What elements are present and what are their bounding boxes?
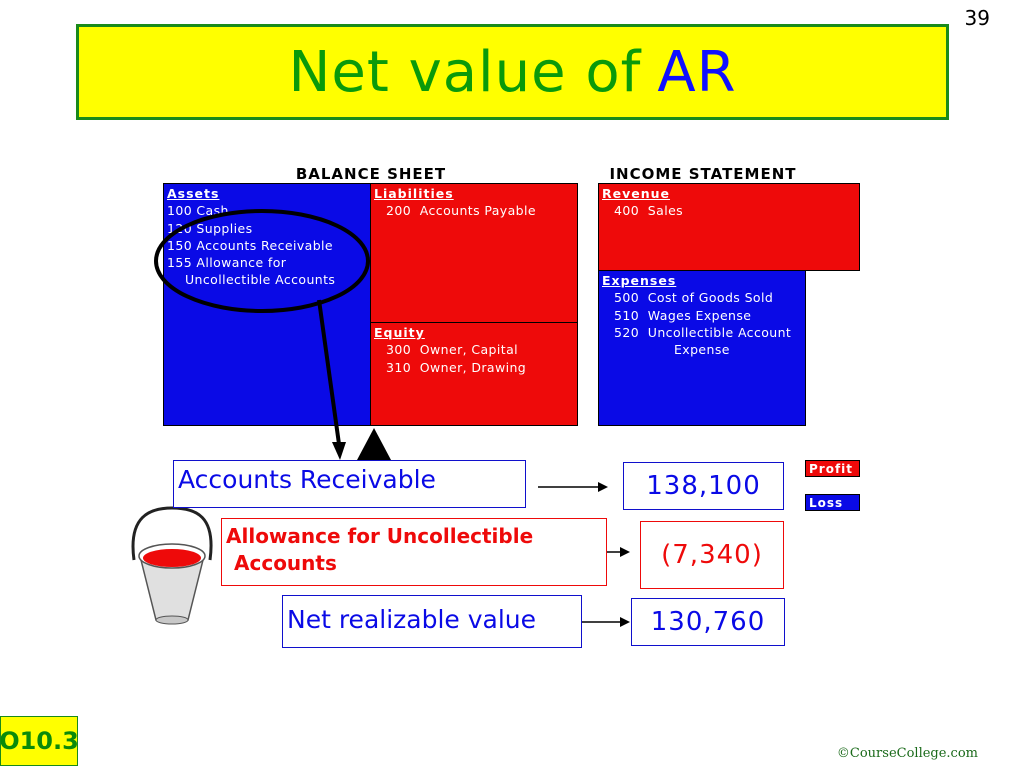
net-realizable-label: Net realizable value bbox=[282, 595, 582, 648]
connector-arrow-head bbox=[332, 442, 346, 460]
liabilities-panel: Liabilities 200 Accounts Payable bbox=[370, 183, 578, 323]
accounts-receivable-value: 138,100 bbox=[623, 462, 784, 510]
allowance-label-line2: Accounts bbox=[234, 551, 337, 575]
income-statement-header: INCOME STATEMENT bbox=[609, 165, 797, 183]
highlight-ellipse bbox=[154, 209, 370, 313]
balance-sheet-header: BALANCE SHEET bbox=[295, 165, 447, 183]
triangle-marker bbox=[357, 428, 391, 460]
revenue-item: 400 Sales bbox=[614, 203, 684, 219]
title-bar: Net value of AR bbox=[76, 24, 949, 120]
allowance-value: (7,340) bbox=[640, 521, 784, 589]
accounts-receivable-label: Accounts Receivable bbox=[173, 460, 526, 508]
copyright-text: ©CourseCollege.com bbox=[836, 746, 978, 761]
arrow-allowance-head bbox=[620, 547, 630, 557]
allowance-label-line1: Allowance for Uncollectible bbox=[226, 524, 534, 548]
title-main: Net value of bbox=[288, 39, 642, 105]
assets-heading: Assets bbox=[167, 186, 220, 201]
assets-item: Uncollectible Accounts bbox=[185, 272, 336, 288]
assets-item: 155 Allowance for bbox=[167, 255, 287, 271]
expenses-panel: Expenses 500 Cost of Goods Sold 510 Wage… bbox=[598, 270, 806, 426]
expenses-item: 500 Cost of Goods Sold bbox=[614, 290, 774, 306]
revenue-panel: Revenue 400 Sales bbox=[598, 183, 860, 271]
title-accent: AR bbox=[657, 39, 737, 105]
legend-loss: Loss bbox=[805, 494, 860, 511]
expenses-item: 520 Uncollectible Account bbox=[614, 324, 792, 340]
arrow-ar-head bbox=[598, 482, 608, 492]
arrow-net-head bbox=[620, 617, 630, 627]
equity-item: 300 Owner, Capital bbox=[386, 342, 518, 358]
expenses-heading: Expenses bbox=[602, 273, 677, 288]
assets-item: 150 Accounts Receivable bbox=[167, 237, 333, 253]
liabilities-heading: Liabilities bbox=[374, 186, 454, 201]
bucket-icon bbox=[131, 506, 213, 625]
equity-heading: Equity bbox=[374, 325, 425, 340]
revenue-heading: Revenue bbox=[602, 186, 671, 201]
objective-badge: O10.3 bbox=[0, 716, 79, 766]
legend-profit: Profit bbox=[805, 460, 860, 477]
slide-number: 39 bbox=[964, 6, 990, 30]
connector-arrow-line bbox=[317, 299, 341, 445]
assets-item: 100 Cash bbox=[167, 203, 229, 219]
equity-panel: Equity 300 Owner, Capital 310 Owner, Dra… bbox=[370, 322, 578, 426]
equity-item: 310 Owner, Drawing bbox=[386, 359, 527, 375]
net-realizable-value: 130,760 bbox=[631, 598, 785, 646]
expenses-item: 510 Wages Expense bbox=[614, 307, 752, 323]
expenses-item: Expense bbox=[674, 342, 730, 358]
liabilities-item: 200 Accounts Payable bbox=[386, 203, 536, 219]
allowance-label: Allowance for Uncollectible Accounts bbox=[221, 518, 607, 586]
